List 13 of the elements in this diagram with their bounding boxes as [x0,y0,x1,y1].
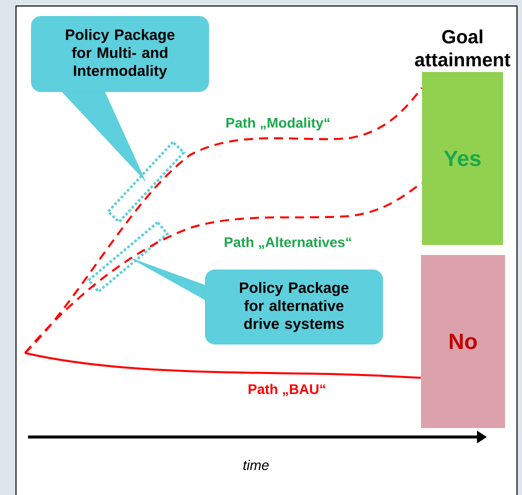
result-bar: Yes [422,72,503,245]
column-heading: Goal attainment [415,30,510,66]
path-label: Path „Alternatives“ [224,236,352,250]
callout-box: Policy Package for alternative drive systems [205,270,383,344]
path-label: Path „Modality“ [226,117,330,131]
path-label: Path „BAU“ [248,384,326,396]
axis-label: time [243,460,269,470]
path-curve [24,352,421,379]
callout-pointer [128,256,206,300]
callout-pointer [62,92,146,182]
callout-box: Policy Package for Multi- and Intermodality [31,16,209,92]
result-bar: No [421,255,505,428]
path-curve [24,182,422,354]
